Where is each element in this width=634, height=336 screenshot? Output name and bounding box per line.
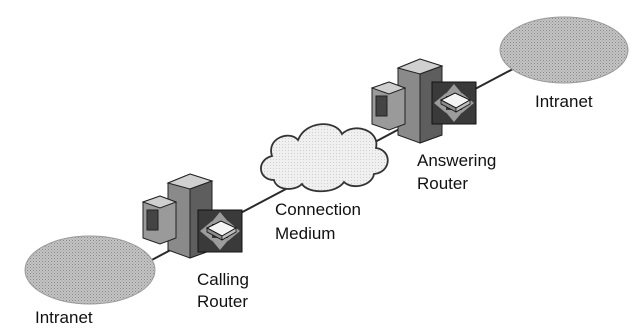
right-intranet-label: Intranet [535, 92, 593, 111]
calling-router-icon [197, 209, 243, 253]
answering-router-label-line1: Answering [417, 151, 496, 170]
answering-router-label-line2: Router [417, 174, 468, 193]
calling-router-label-line2: Router [197, 292, 248, 311]
left-intranet-ellipse [24, 235, 156, 305]
connection-medium-label-line2: Medium [275, 224, 335, 243]
connection-cloud-icon [260, 123, 389, 193]
calling-router-label-line1: Calling [197, 270, 249, 289]
right-intranet-ellipse [499, 16, 629, 84]
connection-medium-label-line1: Connection [275, 200, 361, 219]
right-server-icon [370, 58, 444, 144]
answering-router-icon [431, 81, 477, 125]
left-intranet-label: Intranet [35, 308, 93, 327]
